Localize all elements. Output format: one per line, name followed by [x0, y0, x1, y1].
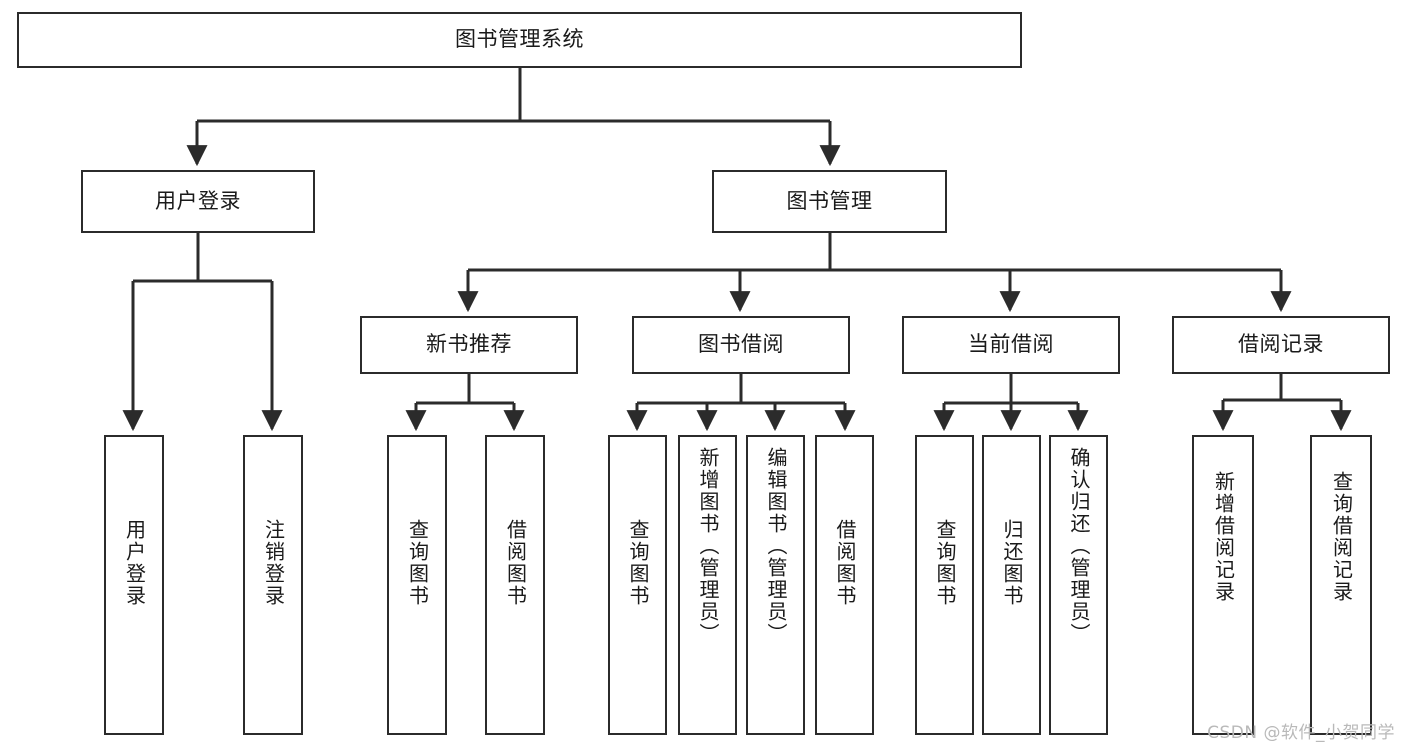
leaf-borrow-record-2[interactable]: 查询借阅记录 — [1310, 435, 1372, 735]
node-user-login[interactable]: 用户登录 — [81, 170, 315, 233]
node-borrow-record[interactable]: 借阅记录 — [1172, 316, 1390, 374]
watermark-text: CSDN @软件_小贺同学 — [1207, 723, 1395, 743]
leaf-book-borrow-1[interactable]: 查询图书 — [608, 435, 667, 735]
leaf-book-borrow-4[interactable]: 借阅图书 — [815, 435, 874, 735]
leaf-borrow-record-2-label: 查询借阅记录 — [1329, 471, 1354, 603]
leaf-book-borrow-3[interactable]: 编辑图书（管理员） — [746, 435, 805, 735]
leaf-borrow-record-1[interactable]: 新增借阅记录 — [1192, 435, 1254, 735]
leaf-current-borrow-3[interactable]: 确认归还（管理员） — [1049, 435, 1108, 735]
node-book-manage-label: 图书管理 — [786, 188, 873, 213]
leaf-new-book-1-label: 查询图书 — [405, 519, 430, 607]
node-root[interactable]: 图书管理系统 — [17, 12, 1022, 68]
leaf-book-borrow-3-label: 编辑图书（管理员） — [764, 447, 788, 645]
leaf-user-login-2-label: 注销登录 — [261, 519, 286, 607]
leaf-current-borrow-1-label: 查询图书 — [933, 519, 957, 607]
leaf-book-borrow-2-label: 新增图书（管理员） — [696, 447, 720, 645]
leaf-borrow-record-1-label: 新增借阅记录 — [1211, 471, 1236, 603]
node-book-manage[interactable]: 图书管理 — [712, 170, 947, 233]
node-book-borrow-label: 图书借阅 — [698, 332, 784, 357]
node-user-login-label: 用户登录 — [155, 188, 241, 213]
node-new-book-recommend-label: 新书推荐 — [426, 332, 512, 357]
node-book-borrow[interactable]: 图书借阅 — [632, 316, 850, 374]
node-current-borrow[interactable]: 当前借阅 — [902, 316, 1120, 374]
leaf-new-book-2[interactable]: 借阅图书 — [485, 435, 545, 735]
node-current-borrow-label: 当前借阅 — [968, 332, 1054, 357]
leaf-current-borrow-2[interactable]: 归还图书 — [982, 435, 1041, 735]
node-new-book-recommend[interactable]: 新书推荐 — [360, 316, 578, 374]
node-borrow-record-label: 借阅记录 — [1238, 332, 1324, 357]
leaf-new-book-2-label: 借阅图书 — [503, 519, 528, 607]
leaf-user-login-1-label: 用户登录 — [122, 519, 147, 607]
leaf-new-book-1[interactable]: 查询图书 — [387, 435, 447, 735]
leaf-current-borrow-1[interactable]: 查询图书 — [915, 435, 974, 735]
leaf-user-login-2[interactable]: 注销登录 — [243, 435, 303, 735]
leaf-current-borrow-2-label: 归还图书 — [1000, 519, 1024, 607]
leaf-book-borrow-4-label: 借阅图书 — [833, 519, 857, 607]
node-root-label: 图书管理系统 — [455, 27, 584, 52]
leaf-current-borrow-3-label: 确认归还（管理员） — [1067, 447, 1091, 645]
leaf-book-borrow-1-label: 查询图书 — [626, 519, 650, 607]
leaf-book-borrow-2[interactable]: 新增图书（管理员） — [678, 435, 737, 735]
leaf-user-login-1[interactable]: 用户登录 — [104, 435, 164, 735]
